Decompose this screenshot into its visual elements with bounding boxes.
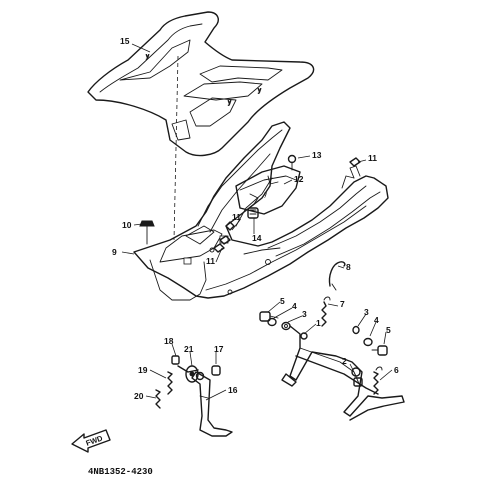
side-stand-part-16	[177, 365, 233, 437]
diagram-code: 4NB1352-4230	[88, 467, 153, 477]
callout-10: 10	[122, 220, 132, 230]
callout-15: 15	[120, 36, 130, 46]
stopper-part-2	[353, 377, 363, 387]
grommet-part-14	[247, 207, 259, 219]
clip-part-11	[213, 157, 361, 253]
callout-7: 7	[340, 299, 345, 309]
callout-11-mid: 11	[232, 212, 241, 222]
callout-4-left: 4	[292, 301, 297, 311]
callout-16: 16	[228, 385, 238, 395]
callout-5-right: 5	[386, 325, 391, 335]
callout-20: 20	[134, 391, 144, 401]
callout-11-top: 11	[368, 153, 377, 163]
callout-19: 19	[138, 365, 148, 375]
bracket-part-21	[185, 365, 199, 383]
screw-part-13	[287, 154, 297, 171]
callout-6: 6	[394, 365, 399, 375]
callout-3-right: 3	[364, 307, 369, 317]
spring-part-8	[328, 261, 346, 291]
main-stand-part-1	[281, 325, 405, 421]
callout-9: 9	[112, 247, 117, 257]
svg-text:y: y	[264, 192, 267, 198]
callout-8: 8	[346, 262, 351, 272]
callout-14: 14	[252, 233, 262, 243]
callout-17: 17	[214, 344, 224, 354]
floor-mat-part-15: y y y	[87, 11, 315, 157]
floor-board-part-9	[133, 121, 389, 301]
bolt-part-17	[211, 365, 221, 376]
callout-numbers: 15 13 11 12 10 11 14 9 11 8 5 4 3 7 1 3 …	[112, 36, 399, 401]
callout-1: 1	[316, 318, 321, 328]
bolt-washer-set-left	[259, 311, 291, 331]
spring-part-19	[167, 371, 173, 395]
callout-12: 12	[294, 174, 304, 184]
callout-21: 21	[184, 344, 194, 354]
leader-lines	[121, 43, 393, 401]
fwd-arrow-icon: FWD	[71, 429, 111, 453]
spring-part-7	[321, 296, 331, 327]
bolt-part-10	[139, 220, 155, 245]
spring-part-6	[373, 366, 383, 395]
callout-11-low: 11	[206, 256, 215, 266]
callout-2: 2	[342, 356, 347, 366]
washer-part-18	[171, 355, 180, 365]
callout-3-left: 3	[302, 309, 307, 319]
callout-18: 18	[164, 336, 174, 346]
svg-text:y: y	[228, 100, 231, 106]
svg-text:y: y	[146, 54, 149, 60]
spring-part-20	[155, 389, 161, 409]
callout-4-right: 4	[374, 315, 379, 325]
callout-13: 13	[312, 150, 322, 160]
svg-text:y: y	[258, 88, 261, 94]
bolt-washer-set-right	[352, 325, 388, 356]
callout-5-left: 5	[280, 296, 285, 306]
